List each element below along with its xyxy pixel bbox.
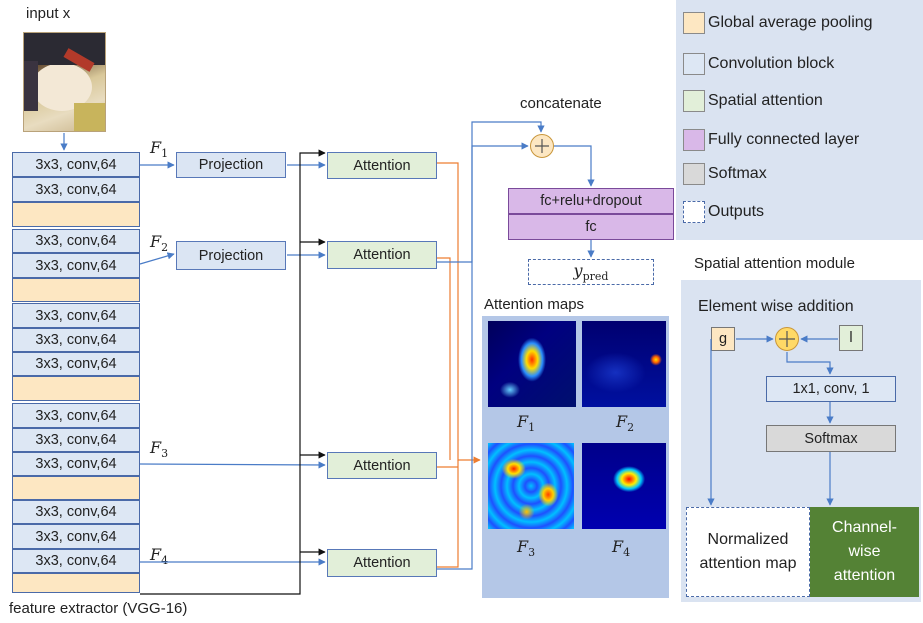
legend-label: Fully connected layer — [708, 131, 860, 148]
attention-map-f3 — [488, 443, 574, 529]
y-pred-output: ypred — [528, 259, 654, 285]
attention-block-4: Attention — [327, 549, 437, 577]
module-title: Spatial attention module — [694, 255, 855, 272]
conv-block: 3x3, conv,64 — [12, 500, 140, 524]
module-softmax-block: Softmax — [766, 425, 896, 452]
fc-block: fc — [508, 214, 674, 240]
fc-relu-dropout-block: fc+relu+dropout — [508, 188, 674, 214]
global-average-pooling-block — [12, 573, 140, 593]
channel-label: Channel-wise attention — [832, 519, 897, 584]
projection-block-1: Projection — [176, 152, 286, 178]
global-average-pooling-block — [12, 476, 140, 500]
normalized-label: Normalized attention map — [699, 531, 797, 572]
conv-block: 3x3, conv,64 — [12, 303, 140, 328]
conv-block: 3x3, conv,64 — [12, 452, 140, 476]
legend-swatch — [683, 12, 705, 34]
f3-label: F3 — [150, 438, 169, 461]
attention-maps-title: Attention maps — [484, 296, 585, 313]
conv-block: 3x3, conv,64 — [12, 524, 140, 549]
map-label-f2: F2 — [616, 412, 635, 435]
f4-label: F4 — [150, 545, 169, 568]
legend-swatch — [683, 201, 705, 223]
legend-label: Outputs — [708, 203, 765, 220]
global-average-pooling-block — [12, 202, 140, 227]
conv-block: 3x3, conv,64 — [12, 428, 140, 452]
legend-panel — [676, 0, 923, 240]
conv-block: 3x3, conv,64 — [12, 549, 140, 573]
attention-map-f2 — [582, 321, 666, 407]
legend-swatch — [683, 129, 705, 151]
y-pred-label: ypred — [573, 260, 609, 284]
map-label-f3: F3 — [517, 537, 536, 560]
map-label-f1: F1 — [517, 412, 536, 435]
module-conv-block: 1x1, conv, 1 — [766, 376, 896, 402]
conv-block: 3x3, conv,64 — [12, 253, 140, 278]
projection-block-2: Projection — [176, 241, 286, 270]
conv-block: 3x3, conv,64 — [12, 177, 140, 202]
attention-map-f1 — [488, 321, 576, 407]
conv-block: 3x3, conv,64 — [12, 352, 140, 376]
legend-label: Softmax — [708, 165, 767, 182]
attention-block-2: Attention — [327, 241, 437, 269]
input-label: input x — [26, 5, 71, 22]
channel-wise-attention-output: Channel-wise attention — [810, 507, 919, 597]
f2-label: F2 — [150, 232, 169, 255]
legend-swatch — [683, 90, 705, 112]
legend-label: Spatial attention — [708, 92, 823, 109]
concatenate-label: concatenate — [520, 95, 602, 112]
l-input: l — [839, 325, 863, 351]
conv-block: 3x3, conv,64 — [12, 328, 140, 352]
attention-map-f4 — [582, 443, 666, 529]
feature-extractor-label: feature extractor (VGG-16) — [9, 600, 188, 617]
attention-block-3: Attention — [327, 452, 437, 479]
normalized-attention-map-output: Normalized attention map — [686, 507, 810, 597]
map-label-f4: F4 — [612, 537, 631, 560]
conv-block: 3x3, conv,64 — [12, 403, 140, 428]
legend-label: Global average pooling — [708, 14, 873, 31]
input-image — [23, 32, 106, 132]
legend-label: Convolution block — [708, 55, 835, 72]
conv-block: 3x3, conv,64 — [12, 152, 140, 177]
conv-block: 3x3, conv,64 — [12, 229, 140, 253]
attention-block-1: Attention — [327, 152, 437, 179]
f1-label: F1 — [150, 138, 169, 161]
legend-swatch — [683, 53, 705, 75]
element-wise-label: Element wise addition — [698, 298, 854, 315]
legend-swatch — [683, 163, 705, 185]
global-average-pooling-block — [12, 376, 140, 401]
global-average-pooling-block — [12, 278, 140, 302]
